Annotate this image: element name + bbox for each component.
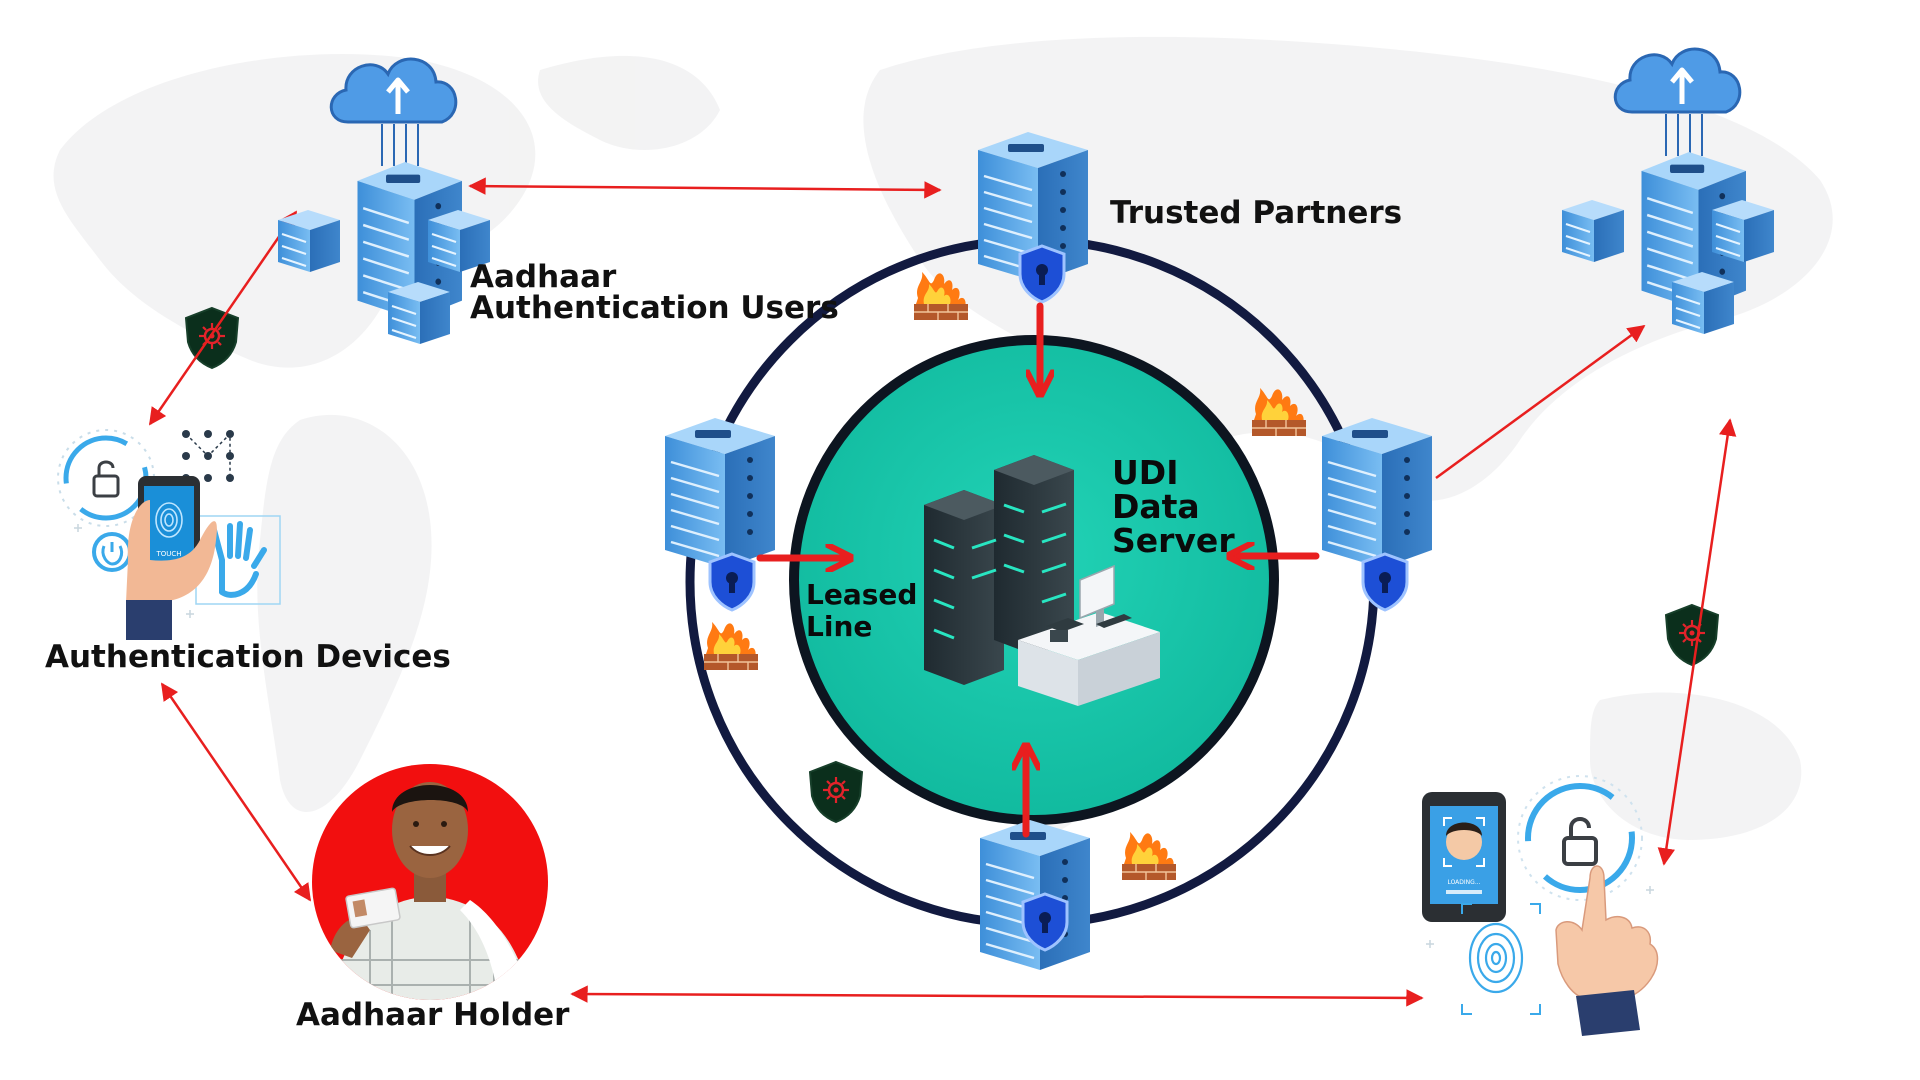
udi-data-server-icon bbox=[924, 455, 1160, 706]
smartphone-icon: TOUCH bbox=[138, 476, 200, 580]
svg-text:TOUCH: TOUCH bbox=[155, 550, 181, 558]
authentication-devices-illustration: TOUCH bbox=[57, 429, 281, 640]
trusted-partners-label: Trusted Partners bbox=[1110, 195, 1403, 231]
svg-text:UDI: UDI bbox=[1112, 453, 1178, 492]
firewall-icon bbox=[703, 621, 759, 671]
server-node-bottom bbox=[978, 818, 1092, 972]
svg-text:Line: Line bbox=[806, 610, 872, 643]
security-shield-icon bbox=[708, 552, 756, 612]
fingerprint-icon bbox=[1468, 922, 1524, 994]
connection-arrows bbox=[148, 177, 1737, 1007]
firewall-icon bbox=[1121, 831, 1177, 881]
leased-line-arrows bbox=[756, 302, 1320, 838]
aadhaar-authentication-users-label-line2: Authentication Users bbox=[470, 290, 839, 326]
aadhaar-holder-portrait bbox=[312, 764, 548, 1000]
padlock-icon bbox=[1562, 817, 1598, 866]
svg-text:LOADING...: LOADING... bbox=[1447, 879, 1480, 886]
fingerprint-icon bbox=[155, 502, 183, 538]
padlock-icon bbox=[92, 460, 120, 498]
authentication-devices-label: Authentication Devices bbox=[45, 639, 451, 675]
server-node-right bbox=[1320, 416, 1434, 570]
aadhaar-authentication-users-label-line1: Aadhaar bbox=[470, 259, 617, 295]
aadhaar-authentication-users-label: Aadhaar Authentication Users bbox=[470, 262, 839, 324]
udi-data-server-label: UDI Data Server bbox=[1112, 453, 1235, 560]
malware-shield-icon bbox=[1664, 603, 1720, 667]
svg-text:Data: Data bbox=[1112, 487, 1200, 526]
server-node-left bbox=[663, 416, 777, 570]
malware-shield-icon bbox=[808, 760, 864, 824]
leased-line-label: Leased Line bbox=[806, 578, 917, 643]
svg-text:Server: Server bbox=[1112, 521, 1235, 560]
biometric-authentication-illustration: LOADING... bbox=[1422, 775, 1659, 1036]
svg-text:Leased: Leased bbox=[806, 578, 917, 611]
aadhaar-holder-label: Aadhaar Holder bbox=[296, 997, 570, 1033]
